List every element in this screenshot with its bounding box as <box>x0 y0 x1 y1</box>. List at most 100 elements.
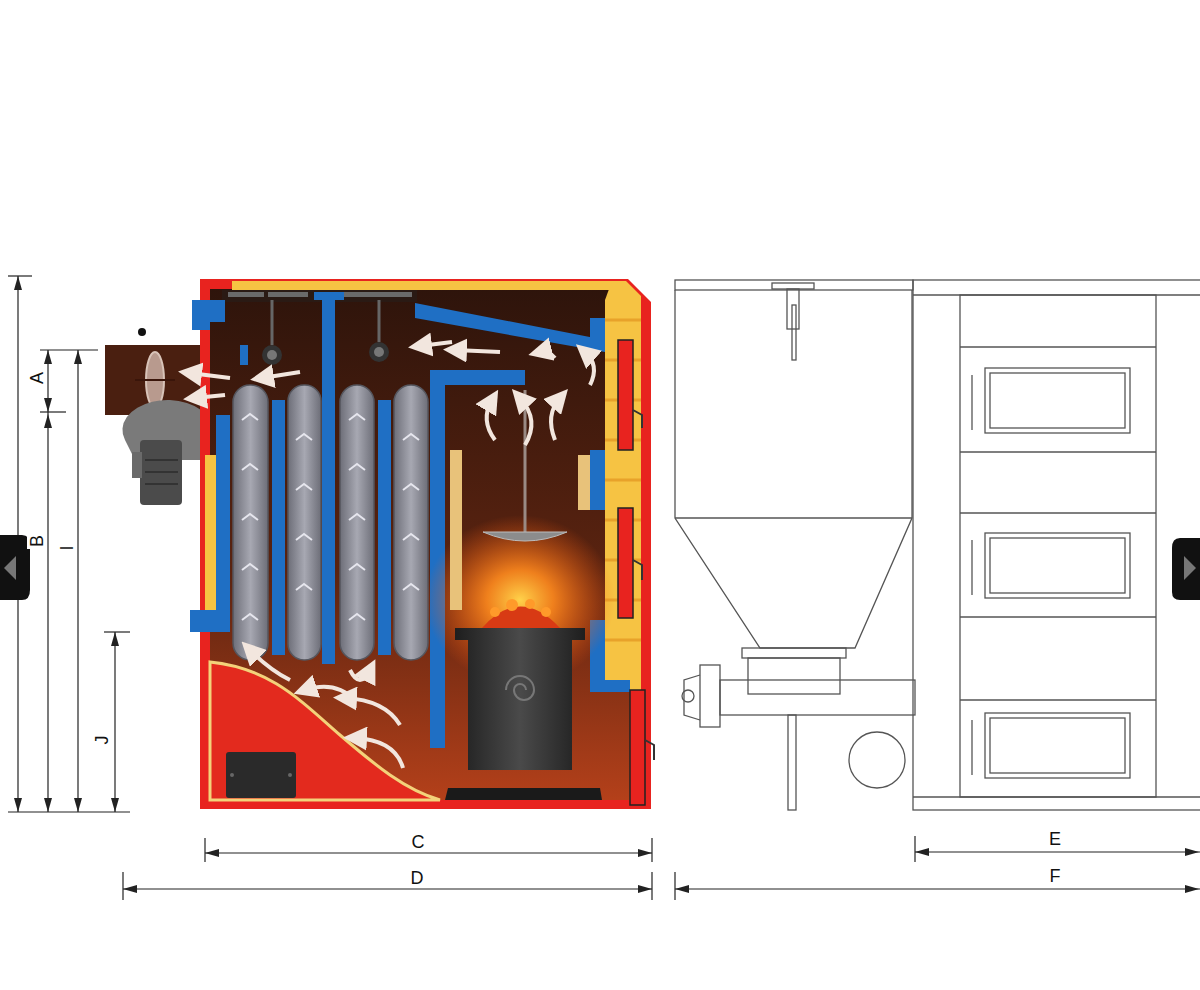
drawing-path <box>350 670 370 680</box>
drawing-path <box>192 300 225 330</box>
drawing-line <box>205 852 652 853</box>
drawing-path <box>14 798 22 812</box>
drawing-line <box>123 888 652 889</box>
drawing-path <box>675 290 912 648</box>
drawing-line <box>40 349 98 350</box>
drawing-path <box>1185 848 1199 856</box>
drawing-circle <box>541 607 551 617</box>
drawing-path <box>540 352 555 358</box>
drawing-path <box>551 398 560 440</box>
drawing-line <box>77 350 78 812</box>
drawing-line <box>960 451 1156 452</box>
drawing-line <box>675 517 912 518</box>
drawing-path <box>74 350 82 364</box>
drawing-rect <box>450 450 462 610</box>
drawing-circle <box>138 328 146 336</box>
drawing-line <box>915 851 1200 852</box>
drawing-path <box>675 885 689 893</box>
drawing-path <box>190 373 230 378</box>
drawing-path <box>210 662 440 800</box>
drawing-path <box>111 798 119 812</box>
drawing-path <box>455 628 585 770</box>
drawing-path <box>445 788 602 800</box>
drawing-line <box>605 639 641 642</box>
drawing-path <box>638 885 652 893</box>
drawing-path <box>506 676 534 700</box>
top-cover <box>222 290 417 365</box>
dimension-letter: C <box>410 832 427 852</box>
drawing-path <box>349 414 365 620</box>
drawing-rect <box>226 752 296 798</box>
drawing-path <box>242 414 258 620</box>
drawing-rect <box>788 715 796 810</box>
drawing-rect <box>578 455 590 510</box>
drawing-path <box>195 395 225 398</box>
drawing-rect <box>228 292 264 297</box>
drawing-rect <box>985 533 1130 598</box>
drawing-path <box>605 281 641 690</box>
drawing-g <box>490 599 551 617</box>
drawing-rect <box>378 400 391 655</box>
drawing-rect <box>340 385 374 660</box>
drawing-path <box>482 607 560 629</box>
drawing-rect <box>232 281 612 290</box>
drawing-path <box>645 740 654 760</box>
drawing-rect <box>787 289 799 329</box>
drawing-path <box>44 798 52 812</box>
drawing-rect <box>590 680 630 692</box>
drawing-path <box>487 400 495 440</box>
drawing-circle <box>369 342 389 362</box>
drawing-rect <box>216 415 230 615</box>
drawing-rect <box>394 385 428 660</box>
drawing-line <box>605 319 641 322</box>
drawing-circle <box>262 345 282 365</box>
drawing-line <box>524 390 527 535</box>
drawing-rect <box>792 305 796 360</box>
drawing-circle <box>230 773 234 777</box>
drawing-circle <box>267 350 277 360</box>
drawing-path <box>0 535 30 600</box>
drawing-circle <box>849 732 905 788</box>
drawing-line <box>914 836 915 862</box>
drawing-line <box>122 872 123 900</box>
drawing-rect <box>772 283 814 289</box>
drawing-rect <box>140 440 182 505</box>
drawing-rect <box>618 340 633 450</box>
drawing-circle <box>682 690 694 702</box>
drawing-rect <box>314 292 344 300</box>
drawing-path <box>4 556 16 580</box>
drawing-line <box>145 483 178 485</box>
drawing-line <box>971 540 972 595</box>
drawing-rect <box>205 455 217 615</box>
drawing-rect <box>190 610 230 632</box>
cabinet <box>913 280 1200 810</box>
dimension-letter: E <box>1047 829 1063 849</box>
drawing-line <box>204 838 205 862</box>
dimension-letter: F <box>1048 866 1063 886</box>
drawing-rect <box>233 385 268 660</box>
drawing-line <box>40 411 66 412</box>
drawing-path <box>420 342 452 346</box>
drawing-path <box>240 345 248 365</box>
drawing-rect <box>990 718 1125 773</box>
drawing-rect <box>960 295 1156 797</box>
drawing-path <box>1172 538 1200 600</box>
drawing-path <box>205 849 219 857</box>
drawing-rect <box>590 450 605 510</box>
drawing-path <box>483 532 567 541</box>
drawing-path <box>44 414 52 428</box>
pellet-hopper <box>675 280 915 810</box>
turbulator-marks <box>242 414 419 620</box>
drawing-rect <box>720 680 915 715</box>
drawing-line <box>960 699 1156 700</box>
drawing-line <box>960 616 1156 617</box>
fan-motor <box>122 400 210 505</box>
dimension-letter: D <box>409 868 426 888</box>
drawing-path <box>415 303 605 352</box>
dimension-lines <box>8 276 1200 900</box>
drawing-path <box>44 350 52 364</box>
drawing-rect <box>742 648 846 658</box>
drawing-rect <box>618 508 633 618</box>
drawing-path <box>200 279 651 809</box>
